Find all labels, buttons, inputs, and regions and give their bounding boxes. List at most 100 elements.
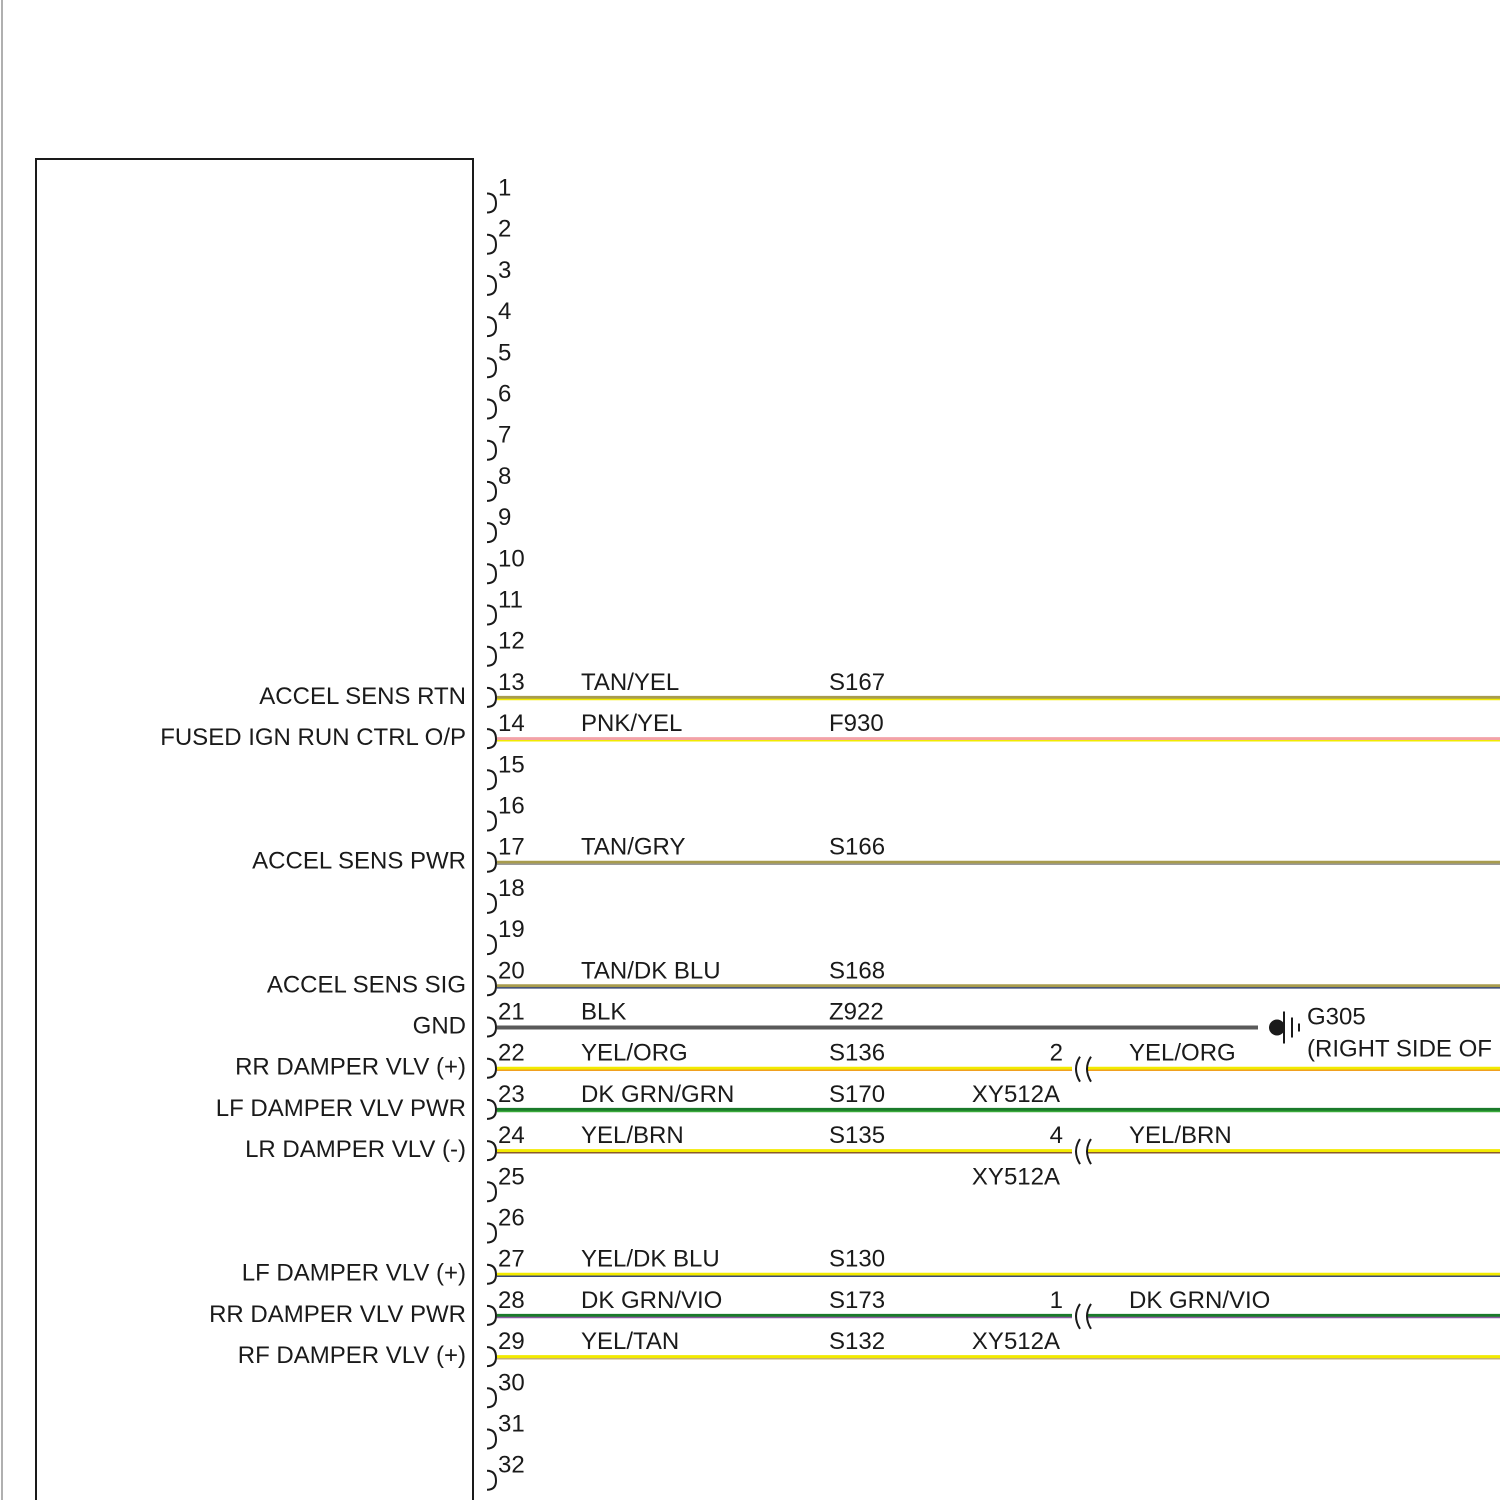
- pin-5-number: 5: [498, 339, 511, 366]
- wire-20: [497, 986, 1500, 988]
- pin-2-number: 2: [498, 216, 511, 243]
- pin-20-function-label: ACCEL SENS SIG: [267, 971, 466, 998]
- pin-17-number: 17: [498, 834, 525, 861]
- pin-22-number: 22: [498, 1040, 525, 1067]
- wire-17: [497, 863, 1500, 865]
- pin-12-number: 12: [498, 628, 525, 655]
- pin-29-function-label: RF DAMPER VLV (+): [238, 1342, 466, 1369]
- pin-7-terminal: [487, 441, 496, 460]
- pin-23-number: 23: [498, 1081, 525, 1108]
- pin-21-terminal: [487, 1018, 496, 1037]
- wire-27-color-label: YEL/DK BLU: [581, 1246, 720, 1273]
- pin-8-terminal: [487, 482, 496, 501]
- inline-connector-id-label: XY512A: [972, 1328, 1060, 1355]
- module-box: [36, 159, 473, 1500]
- ground-point-21: [1269, 1020, 1285, 1036]
- inline-connector-28-left-half: [1076, 1304, 1080, 1329]
- wire-28-circuit-label: S173: [829, 1287, 885, 1314]
- wire-24-left: [497, 1151, 1072, 1153]
- pin-28-function-label: RR DAMPER VLV PWR: [209, 1301, 466, 1328]
- wire-22-right: [1088, 1069, 1500, 1071]
- wire-27-circuit-label: S130: [829, 1246, 885, 1273]
- pin-25-terminal: [487, 1182, 496, 1201]
- pin-10-number: 10: [498, 545, 525, 572]
- pin-16-terminal: [487, 812, 496, 831]
- pin-13-number: 13: [498, 669, 525, 696]
- pin-24-function-label: LR DAMPER VLV (-): [245, 1136, 466, 1163]
- pin-20-terminal: [487, 976, 496, 995]
- pin-13-terminal: [487, 688, 496, 707]
- pin-22-function-label: RR DAMPER VLV (+): [235, 1054, 466, 1081]
- wire-23: [497, 1110, 1500, 1112]
- pin-5-terminal: [487, 358, 496, 377]
- pin-6-number: 6: [498, 381, 511, 408]
- pin-20-number: 20: [498, 957, 525, 984]
- pin-27-function-label: LF DAMPER VLV (+): [242, 1260, 466, 1287]
- inline-connector-id-label: XY512A: [972, 1163, 1060, 1190]
- pin-26-number: 26: [498, 1205, 525, 1232]
- pin-19-terminal: [487, 935, 496, 954]
- wire-29-color-label: YEL/TAN: [581, 1328, 679, 1355]
- pin-15-number: 15: [498, 751, 525, 778]
- pin-26-terminal: [487, 1224, 496, 1243]
- pin-4-terminal: [487, 317, 496, 336]
- wire-14-circuit-label: F930: [829, 710, 884, 737]
- wire-22-circuit-label: S136: [829, 1040, 885, 1067]
- pin-7-number: 7: [498, 422, 511, 449]
- pin-13-function-label: ACCEL SENS RTN: [259, 683, 466, 710]
- pin-6-terminal: [487, 400, 496, 419]
- wire-21-circuit-label: Z922: [829, 999, 884, 1026]
- wire-13-circuit-label: S167: [829, 669, 885, 696]
- pin-21-number: 21: [498, 999, 525, 1026]
- wire-20-circuit-label: S168: [829, 957, 885, 984]
- pin-14-terminal: [487, 729, 496, 748]
- pin-3-number: 3: [498, 257, 511, 284]
- pin-10-terminal: [487, 564, 496, 583]
- wire-29: [497, 1357, 1500, 1359]
- inline-connector-pin-24: 4: [1050, 1122, 1063, 1149]
- pin-23-terminal: [487, 1100, 496, 1119]
- wire-13-color-label: TAN/YEL: [581, 669, 679, 696]
- pin-16-number: 16: [498, 793, 525, 820]
- wire-20-color-label: TAN/DK BLU: [581, 957, 721, 984]
- pin-27-number: 27: [498, 1246, 525, 1273]
- pin-1-terminal: [487, 194, 496, 213]
- wire-28-color-label: DK GRN/VIO: [581, 1287, 722, 1314]
- wire-17-circuit-label: S166: [829, 834, 885, 861]
- pin-11-number: 11: [498, 587, 523, 614]
- inline-connector-24-left-half: [1076, 1139, 1080, 1164]
- pin-27-terminal: [487, 1265, 496, 1284]
- wire-29-circuit-label: S132: [829, 1328, 885, 1355]
- wire-24-circuit-label: S135: [829, 1122, 885, 1149]
- pin-32-number: 32: [498, 1452, 525, 1479]
- ground-id-label: G305: [1307, 1004, 1366, 1031]
- pin-17-function-label: ACCEL SENS PWR: [252, 848, 466, 875]
- wire-27: [497, 1275, 1500, 1277]
- pin-24-number: 24: [498, 1122, 525, 1149]
- wire-21-color-label: BLK: [581, 999, 626, 1026]
- pin-24-terminal: [487, 1141, 496, 1160]
- pin-15-terminal: [487, 770, 496, 789]
- wire-24-far-color-label: YEL/BRN: [1129, 1122, 1232, 1149]
- wire-17-color-label: TAN/GRY: [581, 834, 685, 861]
- pin-22-terminal: [487, 1059, 496, 1078]
- pin-30-number: 30: [498, 1369, 525, 1396]
- wire-23-color-label: DK GRN/GRN: [581, 1081, 734, 1108]
- pin-14-function-label: FUSED IGN RUN CTRL O/P: [160, 724, 466, 751]
- wire-24-right: [1088, 1151, 1500, 1153]
- pin-23-function-label: LF DAMPER VLV PWR: [216, 1095, 466, 1122]
- pin-31-terminal: [487, 1430, 496, 1449]
- pin-9-number: 9: [498, 504, 511, 531]
- wire-13: [497, 698, 1500, 700]
- wire-14: [497, 739, 1500, 741]
- inline-connector-pin-22: 2: [1050, 1040, 1063, 1067]
- pin-1-number: 1: [498, 175, 511, 202]
- pin-17-terminal: [487, 853, 496, 872]
- pin-28-terminal: [487, 1306, 496, 1325]
- wire-14-color-label: PNK/YEL: [581, 710, 682, 737]
- pin-8-number: 8: [498, 463, 511, 490]
- pin-14-number: 14: [498, 710, 525, 737]
- pin-25-number: 25: [498, 1163, 525, 1190]
- wire-22-left: [497, 1069, 1072, 1071]
- wire-24-color-label: YEL/BRN: [581, 1122, 684, 1149]
